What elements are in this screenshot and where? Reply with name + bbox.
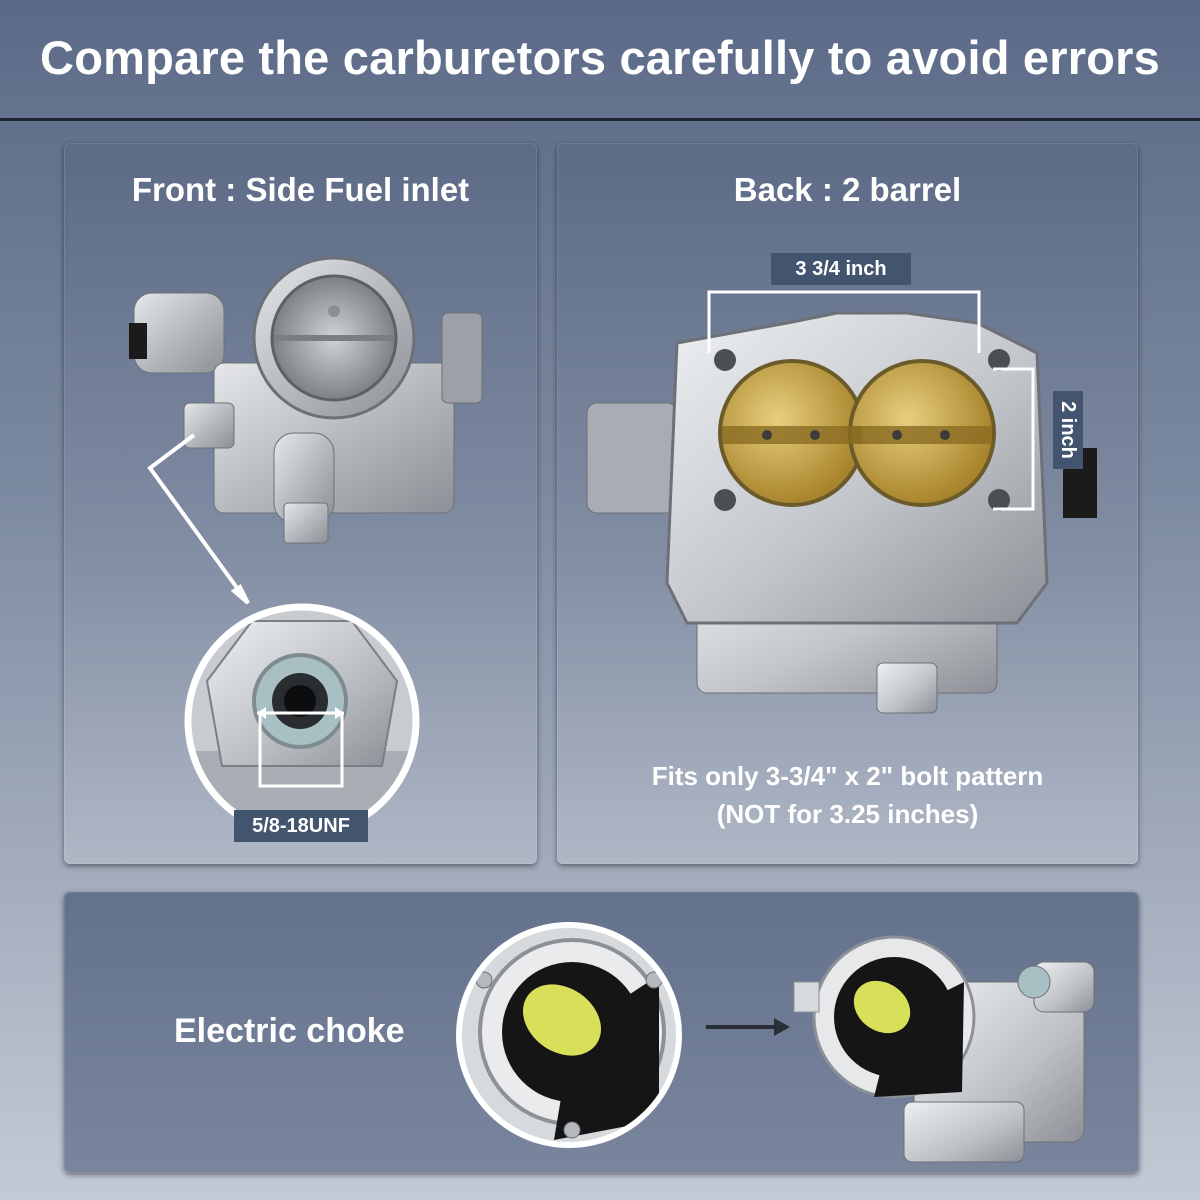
pointer-arrow [147, 433, 250, 605]
thread-size-label: 5/8-18UNF [234, 810, 368, 842]
choke-carburetor-image [793, 935, 1095, 1163]
front-panel-title: Front : Side Fuel inlet [131, 171, 470, 208]
bolt-pattern-dimension-lines [707, 290, 1035, 511]
fuel-inlet-zoom-image [184, 603, 420, 839]
bolt-height-label: 2 inch [1057, 401, 1079, 459]
choke-arrow [706, 1018, 790, 1036]
back-panel-title: Back : 2 barrel [733, 171, 962, 208]
back-carburetor-image [586, 311, 1097, 714]
choke-label: Electric choke [174, 1012, 405, 1050]
back-panel: Back : 2 barrel 3 3/4 inch [557, 143, 1138, 864]
front-panel: Front : Side Fuel inlet [64, 143, 537, 864]
header-divider [0, 118, 1200, 121]
fit-note-line2: (NOT for 3.25 inches) [716, 799, 979, 829]
choke-zoom-image [456, 922, 682, 1148]
page-header: Compare the carburetors carefully to avo… [0, 0, 1200, 118]
bolt-width-label: 3 3/4 inch [771, 253, 911, 285]
bolt-height-tag: 2 inch [1053, 391, 1083, 469]
front-carburetor-image [129, 256, 483, 544]
fit-note-line1: Fits only 3-3/4" x 2" bolt pattern [651, 761, 1044, 791]
choke-panel: Electric choke [64, 892, 1139, 1173]
page-title: Compare the carburetors carefully to avo… [40, 31, 1160, 84]
